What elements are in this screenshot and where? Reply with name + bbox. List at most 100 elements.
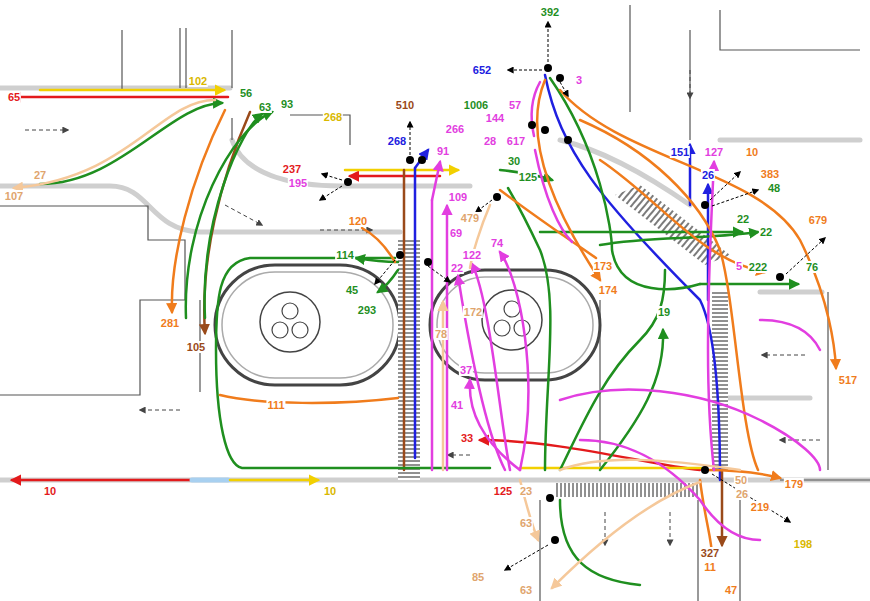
flow-count: 327 [700,547,720,559]
flow-count: 219 [750,501,770,513]
traffic-flow-part [205,114,262,318]
curb-line-part [0,300,185,395]
flow-count: 10 [745,146,759,158]
count-point-part [476,200,492,212]
traffic-flow-part [500,252,528,470]
flow-count: 5 [735,260,743,272]
count-dot-part [528,121,536,129]
traffic-flow-part [580,440,760,540]
curb-line-part [697,500,698,601]
roundabout-island-part [504,301,520,317]
direction-hint-part [670,512,671,545]
flow-count: 22 [450,262,464,274]
traffic-flow-part [350,175,440,178]
traffic-flow-part [520,467,702,470]
traffic-flow-part [345,169,458,172]
count-dot-part [776,273,784,281]
direction-hint-part [225,205,262,225]
flow-count: 652 [472,64,492,76]
roundabout-island-part [222,272,393,378]
count-point-part [508,70,542,71]
traffic-flow-part [760,320,820,350]
count-dot-part [564,136,572,144]
flow-count: 30 [507,155,521,167]
flow-count: 179 [784,478,804,490]
traffic-flow-part [414,168,417,458]
traffic-flow-part [432,162,440,200]
flow-count: 47 [724,584,738,596]
flow-count: 198 [793,538,813,550]
direction-hint-part [780,440,820,441]
traffic-flow-part [186,112,272,318]
curb-line [0,5,870,601]
roundabout-island-part [292,322,308,338]
count-point-part [505,545,548,570]
flow-count: 679 [808,214,828,226]
traffic-flow [12,75,836,588]
flow-count: 85 [471,571,485,583]
count-dot-part [701,201,709,209]
flow-count: 50 [734,474,748,486]
direction-hint-part [762,355,805,356]
flow-count: 23 [519,485,533,497]
flow-count: 151 [670,146,690,158]
flow-count: 1006 [463,99,489,111]
traffic-flow-part [378,270,398,292]
direction-hint-part [690,70,691,98]
traffic-flow-part [12,96,228,99]
count-dot-part [406,156,414,164]
direction-hint-part [25,130,68,131]
roundabout-island-part [494,320,510,336]
road-surface-part [232,140,470,186]
traffic-flow-part [220,395,398,403]
traffic-flow-part [552,482,700,588]
roundabout-island-part [260,292,320,352]
traffic-flow-part [12,479,190,482]
curb-line-part [121,30,122,90]
count-dot-part [544,64,552,72]
count-point-part [410,122,411,155]
curb-line-part [539,500,540,601]
traffic-flow-part [700,283,798,286]
traffic-flow-part [550,78,700,289]
flow-count: 27 [33,169,47,181]
flow-count: 76 [805,261,819,273]
direction-hint-part [140,410,180,411]
road-surface [0,88,870,480]
roundabout-island-part [215,265,400,385]
traffic-flow-part [535,150,572,242]
flow-count: 45 [345,284,359,296]
flow-count: 93 [280,98,294,110]
count-point-part [712,190,758,206]
flow-count: 11 [703,561,717,573]
flow-count: 293 [357,304,377,316]
flow-count: 74 [490,237,504,249]
traffic-flow-part [431,200,434,470]
flow-count: 268 [387,135,407,147]
flow-count: 479 [460,212,480,224]
flow-count: 3 [575,74,583,86]
count-dot-part [418,156,426,164]
flow-count: 10 [323,485,337,497]
flow-count: 268 [323,111,343,123]
traffic-flow-part [192,478,228,483]
traffic-flow-part [458,276,505,470]
flow-count: 237 [282,163,302,175]
count-dot-part [396,251,404,259]
flow-count: 57 [508,99,522,111]
flow-count: 41 [450,399,464,411]
curb-line-part [629,5,630,112]
count-point-part [428,266,450,282]
flow-count: 26 [701,169,715,181]
flow-count: 63 [258,101,272,113]
flow-count: 383 [760,168,780,180]
traffic-flow-part [700,480,712,556]
flow-count: 48 [767,182,781,194]
count-point-part [375,260,395,284]
flow-count: 102 [188,75,208,87]
flow-count: 125 [493,485,513,497]
flow-count: 33 [460,432,474,444]
count-dot-part [424,258,432,266]
flow-count: 56 [239,87,253,99]
